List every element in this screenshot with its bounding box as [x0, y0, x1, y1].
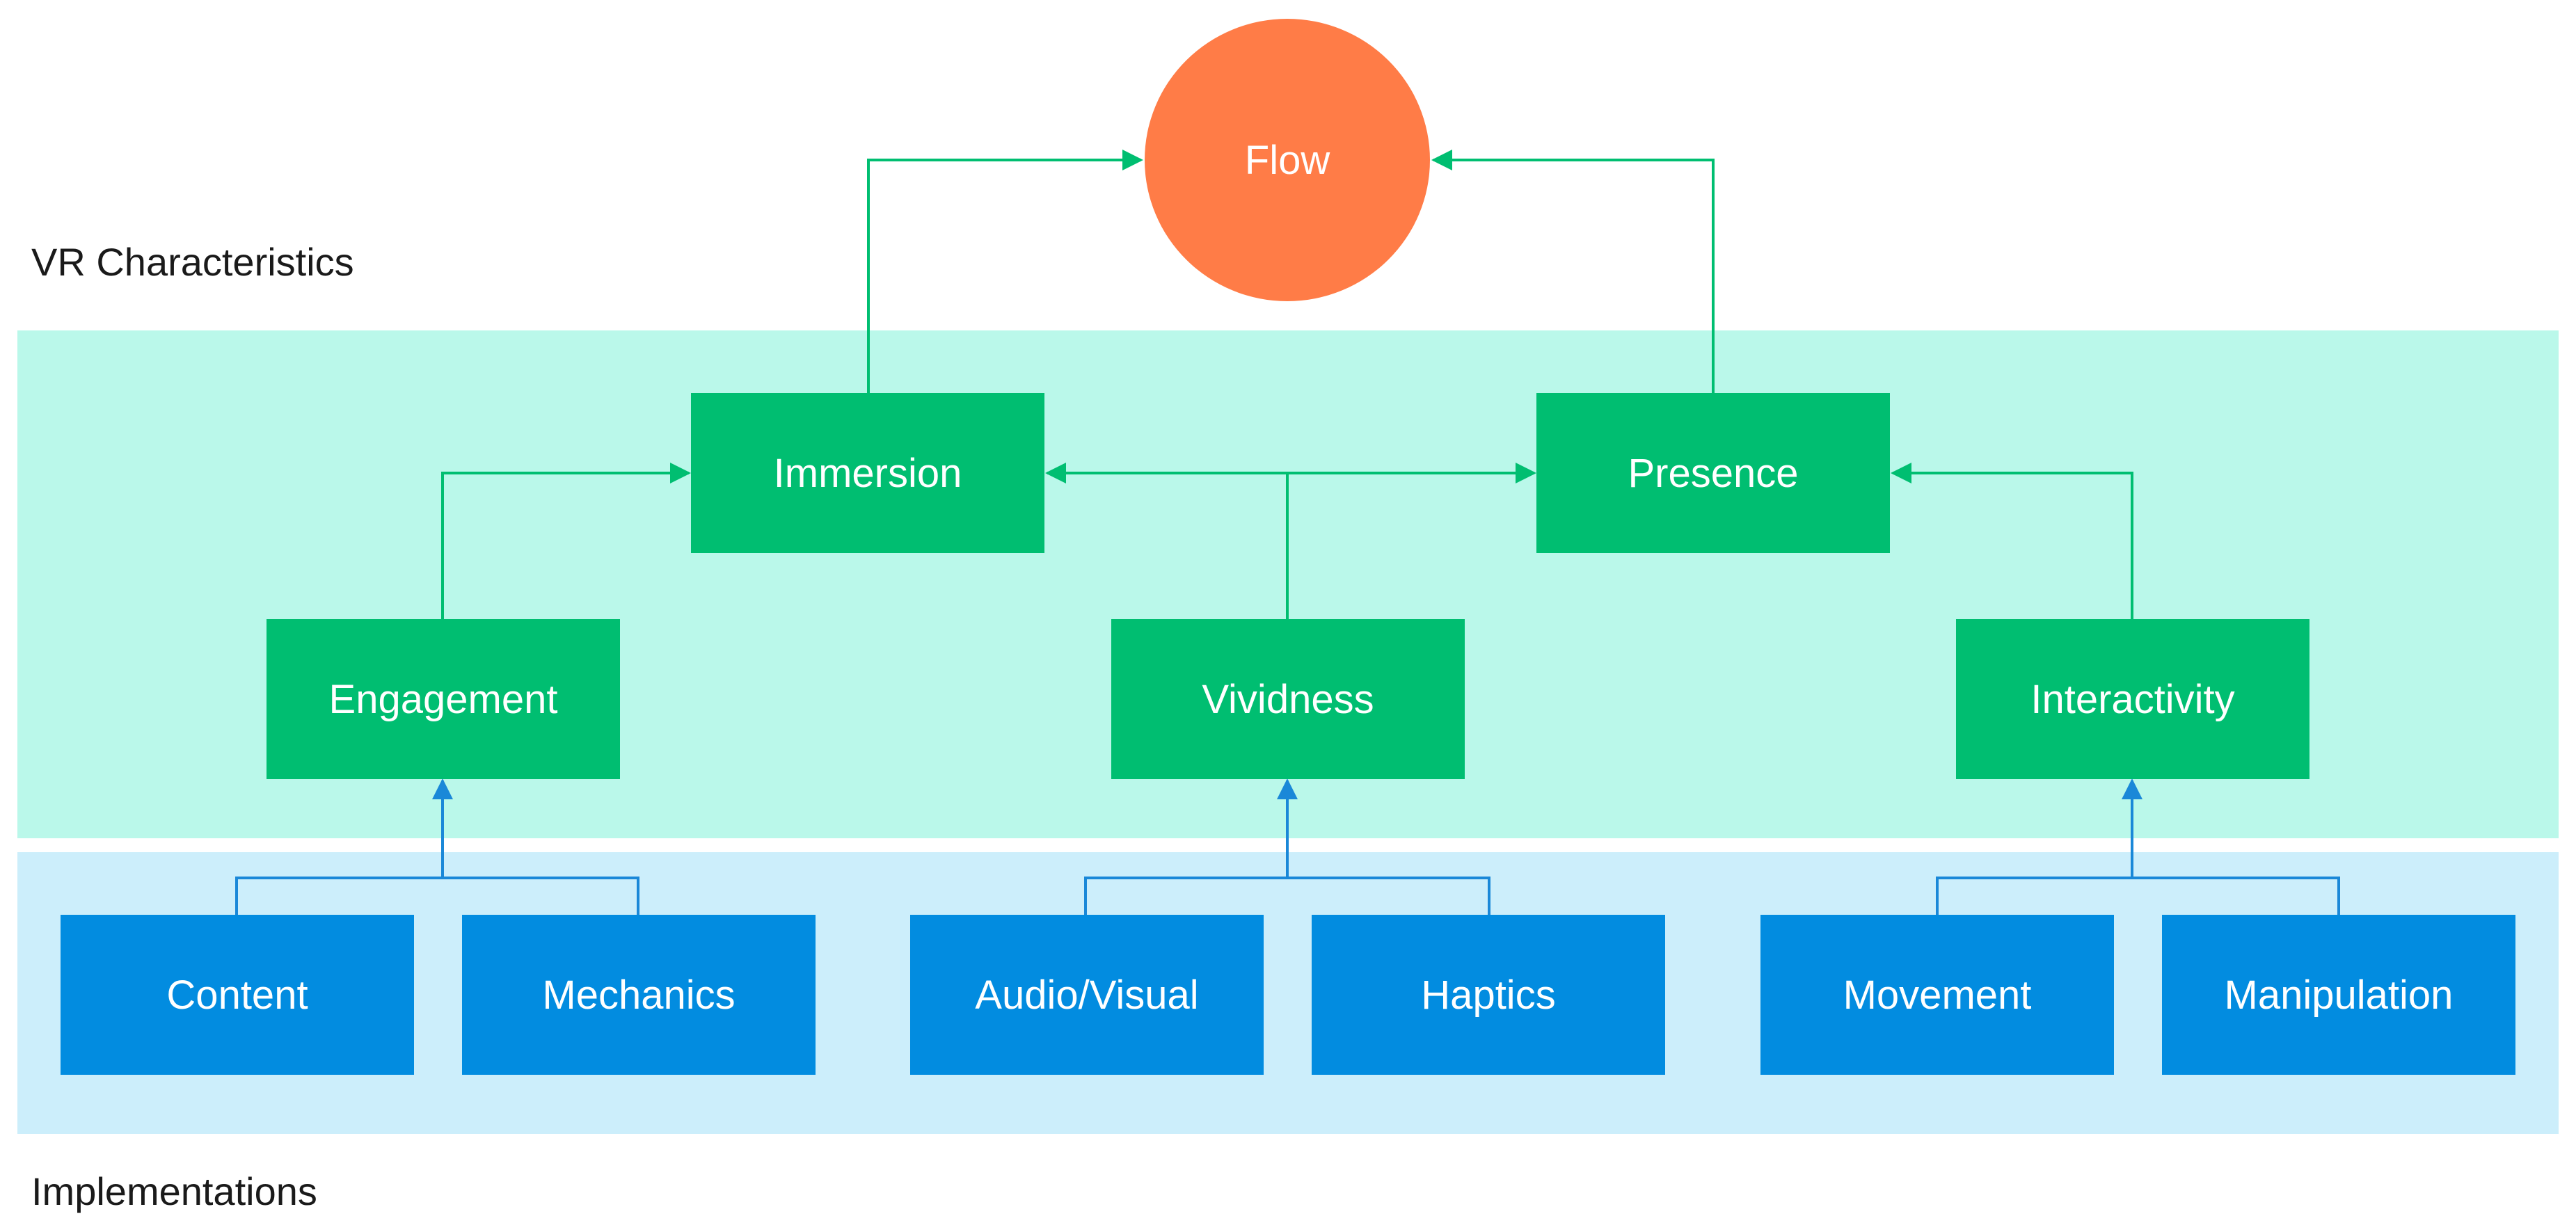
engagement-to-immersion-connector: [441, 463, 691, 619]
content-mechanics-bracket: [235, 877, 639, 915]
mechanics-node: Mechanics: [462, 915, 816, 1075]
content-label: Content: [166, 973, 308, 1018]
immersion-to-flow-connector: [867, 150, 1143, 393]
presence-node: Presence: [1536, 393, 1890, 553]
presence-label: Presence: [1628, 451, 1798, 496]
vividness-label: Vividness: [1202, 677, 1374, 722]
interactivity-label: Interactivity: [2030, 677, 2234, 722]
manipulation-label: Manipulation: [2225, 973, 2454, 1018]
haptics-node: Haptics: [1312, 915, 1665, 1075]
manipulation-node: Manipulation: [2162, 915, 2515, 1075]
implementations-section-label: Implementations: [31, 1169, 317, 1213]
audio-visual-label: Audio/Visual: [975, 973, 1198, 1018]
immersion-node: Immersion: [691, 393, 1044, 553]
flow-label: Flow: [1245, 138, 1331, 183]
characteristics-section-label: VR Characteristics: [31, 240, 354, 284]
movement-manipulation-bracket: [1936, 877, 2340, 915]
interactivity-node: Interactivity: [1956, 619, 2309, 779]
audio-visual-node: Audio/Visual: [910, 915, 1264, 1075]
content-node: Content: [61, 915, 414, 1075]
mechanics-label: Mechanics: [542, 973, 735, 1018]
vividness-node: Vividness: [1111, 619, 1465, 779]
movement-node: Movement: [1760, 915, 2114, 1075]
movement-label: Movement: [1843, 973, 2032, 1018]
flow-node: Flow: [1145, 19, 1430, 301]
engagement-node: Engagement: [267, 619, 620, 779]
implementations-band: [17, 852, 2559, 1134]
presence-to-flow-connector: [1431, 150, 1715, 393]
engagement-label: Engagement: [329, 677, 558, 722]
interactivity-to-presence-connector: [1891, 463, 2133, 619]
haptics-label: Haptics: [1421, 973, 1555, 1018]
immersion-label: Immersion: [774, 451, 962, 496]
